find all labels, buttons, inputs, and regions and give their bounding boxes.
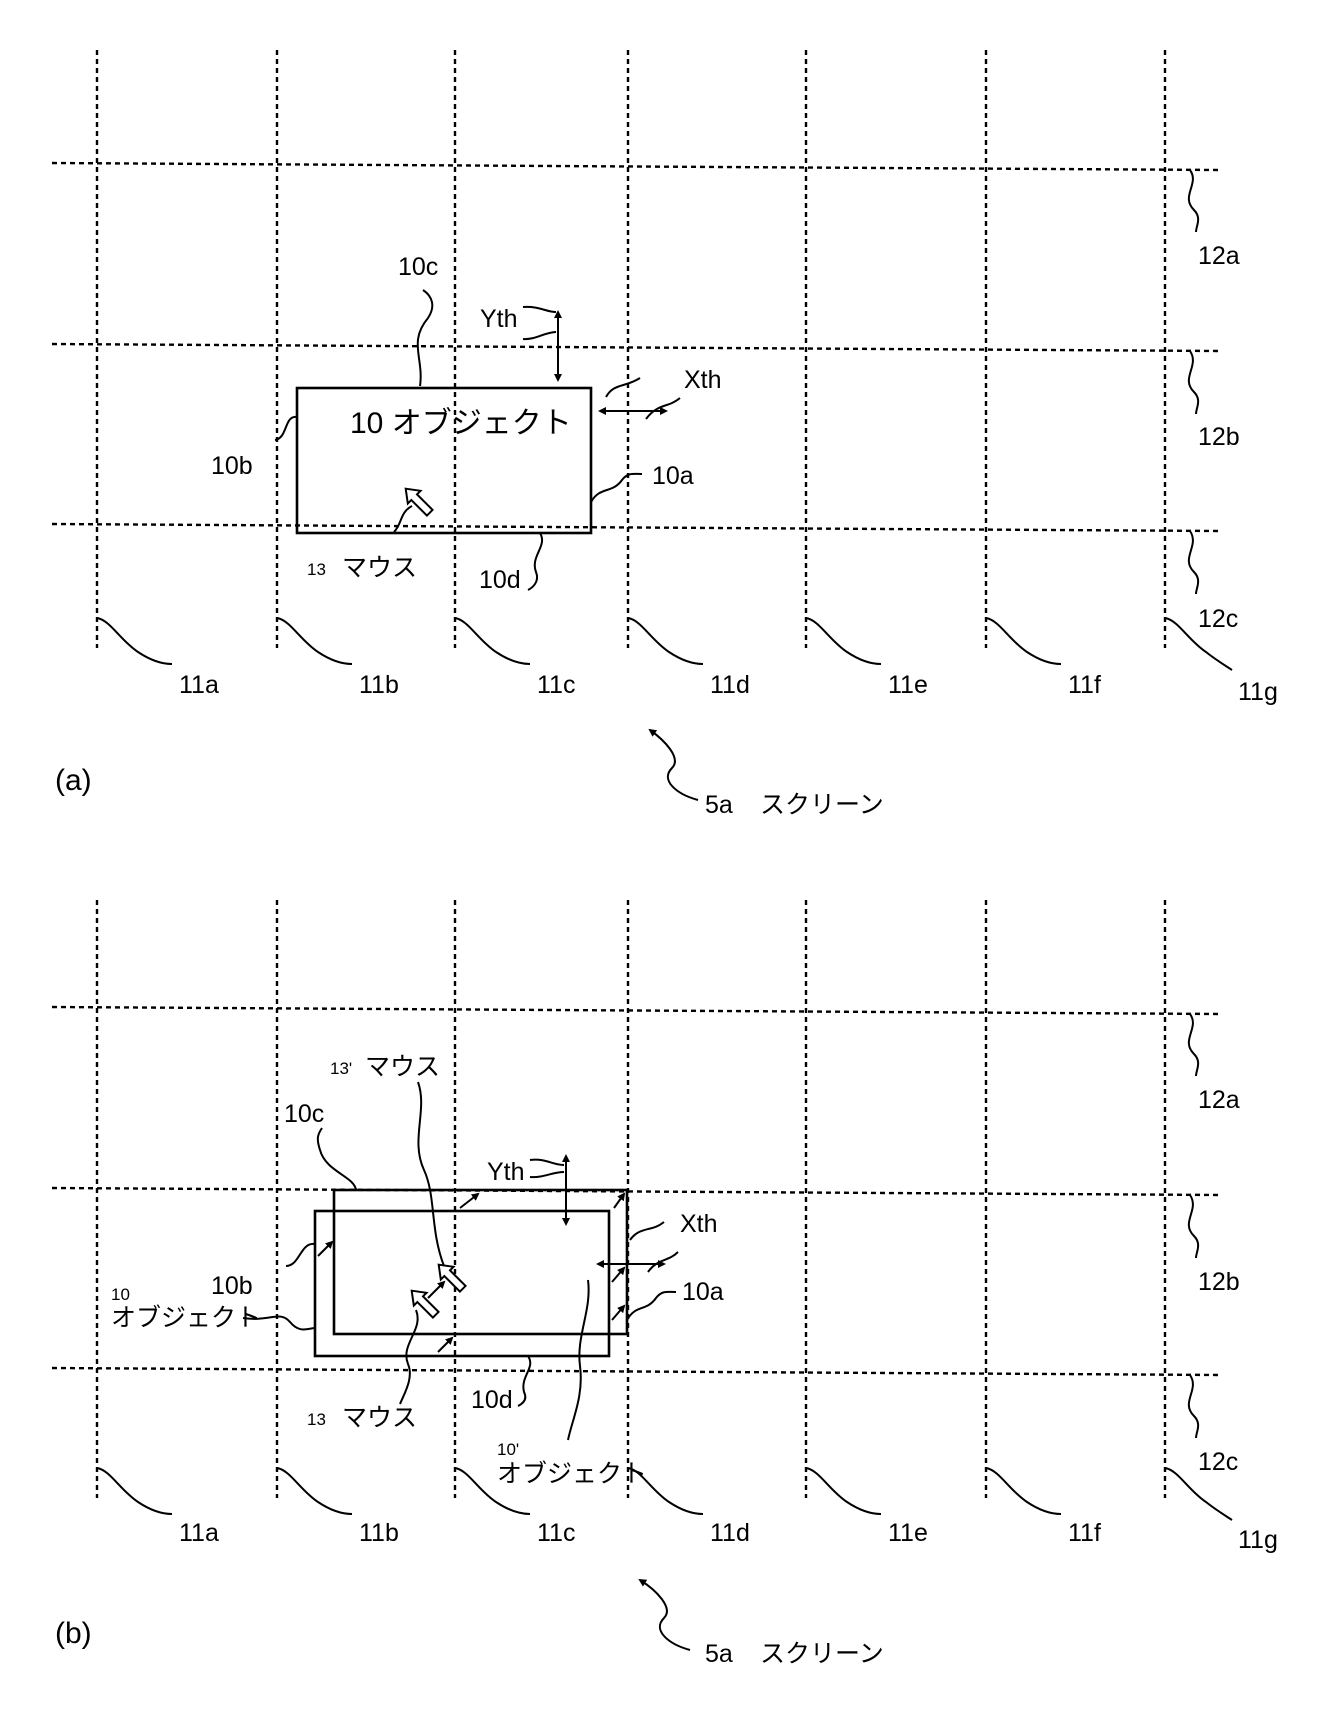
xth-label-b: Xth bbox=[680, 1210, 718, 1238]
leader-11b bbox=[277, 618, 352, 664]
mouse-label-b: マウス bbox=[342, 1404, 417, 1432]
mouse-number-b: 13 bbox=[307, 1410, 326, 1429]
label-11a: 11a bbox=[179, 671, 219, 699]
label-11d: 11d bbox=[710, 671, 750, 699]
label-11g: 11g bbox=[1238, 678, 1278, 706]
leader-11b-b bbox=[277, 1468, 352, 1514]
leader-10c-b bbox=[318, 1128, 356, 1190]
screen-label-a: スクリーン bbox=[760, 791, 884, 819]
xth-indicator: Xth bbox=[604, 366, 722, 419]
label-11e-b: 11e bbox=[888, 1519, 928, 1547]
mouse-pointer-13-prime bbox=[432, 1258, 469, 1295]
label-11f: 11f bbox=[1068, 671, 1101, 699]
grid-line-12c-b bbox=[52, 1368, 1220, 1375]
label-11c: 11c bbox=[537, 671, 575, 699]
label-11g-b: 11g bbox=[1238, 1526, 1278, 1554]
leader-12b-b bbox=[1189, 1195, 1198, 1258]
grid-line-12b-b bbox=[52, 1188, 1220, 1195]
object-10-label: オブジェクト bbox=[111, 1304, 261, 1332]
label-12a: 12a bbox=[1198, 242, 1240, 270]
object-10prime-label: オブジェクト bbox=[497, 1460, 647, 1488]
screen-label-b: スクリーン bbox=[760, 1640, 884, 1668]
grid-line-12c bbox=[52, 524, 1220, 531]
leader-12c bbox=[1189, 531, 1198, 594]
leader-11f bbox=[986, 618, 1061, 664]
leader-10b bbox=[275, 417, 297, 440]
leader-11d bbox=[628, 618, 703, 664]
mouse-number: 13 bbox=[307, 560, 326, 579]
yth-label-b: Yth bbox=[487, 1158, 525, 1186]
grid-line-12a-b bbox=[52, 1007, 1220, 1014]
vertical-grid-lines-b bbox=[97, 900, 1165, 1498]
leader-object-10prime bbox=[568, 1280, 589, 1440]
label-11f-b: 11f bbox=[1068, 1519, 1101, 1547]
label-11a-b: 11a bbox=[179, 1519, 219, 1547]
label-10d: 10d bbox=[479, 566, 521, 594]
grid-line-12b bbox=[52, 344, 1220, 351]
label-12c-b: 12c bbox=[1198, 1448, 1238, 1476]
mouse-prime-number: 13' bbox=[330, 1059, 352, 1078]
label-10a-b: 10a bbox=[682, 1278, 724, 1306]
yth-label: Yth bbox=[480, 305, 518, 333]
panel-a-tag: (a) bbox=[55, 764, 92, 797]
leader-10d bbox=[528, 533, 542, 590]
mouse-prime-label: マウス bbox=[365, 1053, 440, 1081]
leader-12c-b bbox=[1189, 1375, 1198, 1438]
leader-mouse-13-prime bbox=[418, 1082, 444, 1266]
leader-11e bbox=[806, 618, 881, 664]
leader-11d-b bbox=[628, 1468, 703, 1514]
label-10b-b: 10b bbox=[211, 1272, 253, 1300]
leader-12a-b bbox=[1189, 1014, 1198, 1076]
yth-indicator: Yth bbox=[480, 305, 558, 380]
label-12b: 12b bbox=[1198, 423, 1240, 451]
label-11e: 11e bbox=[888, 671, 928, 699]
panel-b: Yth Xth 10c 10b 10a 10d 10 オブジェクト 10' オブ… bbox=[52, 900, 1278, 1668]
xth-indicator-b: Xth bbox=[602, 1210, 718, 1272]
label-12b-b: 12b bbox=[1198, 1268, 1240, 1296]
screen-arrow-b bbox=[640, 1580, 690, 1650]
drag-arrow bbox=[428, 1282, 444, 1298]
leader-11f-b bbox=[986, 1468, 1061, 1514]
screen-arrow-a bbox=[650, 730, 698, 800]
grid-line-12a bbox=[52, 163, 1220, 170]
panel-b-tag: (b) bbox=[55, 1617, 92, 1650]
leader-10b-b bbox=[286, 1244, 315, 1266]
leader-11e-b bbox=[806, 1468, 881, 1514]
label-10c-b: 10c bbox=[284, 1100, 324, 1128]
object-label: 10 オブジェクト bbox=[350, 407, 572, 440]
screen-number-b: 5a bbox=[705, 1640, 733, 1668]
label-10a: 10a bbox=[652, 462, 694, 490]
leader-10a bbox=[591, 474, 642, 502]
leader-12a bbox=[1189, 170, 1198, 232]
leader-11a bbox=[97, 618, 172, 664]
label-11b: 11b bbox=[359, 671, 399, 699]
xth-label: Xth bbox=[684, 366, 722, 394]
leader-12b bbox=[1189, 351, 1198, 414]
panel-a: 10 オブジェクト Yth Xth 10c 10b 10a 10d 13 bbox=[52, 50, 1278, 819]
label-10d-b: 10d bbox=[471, 1386, 513, 1414]
label-12a-b: 12a bbox=[1198, 1086, 1240, 1114]
leader-10a-b bbox=[627, 1292, 676, 1320]
label-11b-b: 11b bbox=[359, 1519, 399, 1547]
object-10prime-number: 10' bbox=[497, 1440, 519, 1459]
label-10c: 10c bbox=[398, 253, 438, 281]
leader-13 bbox=[394, 506, 412, 532]
screen-number-a: 5a bbox=[705, 791, 733, 819]
label-11c-b: 11c bbox=[537, 1519, 575, 1547]
label-10b: 10b bbox=[211, 452, 253, 480]
leader-10c bbox=[418, 290, 433, 386]
object-10-number: 10 bbox=[111, 1285, 130, 1304]
label-12c: 12c bbox=[1198, 605, 1238, 633]
leader-11a-b bbox=[97, 1468, 172, 1514]
label-11d-b: 11d bbox=[710, 1519, 750, 1547]
mouse-label: マウス bbox=[342, 554, 417, 582]
movement-arrows bbox=[318, 1194, 624, 1352]
leader-10d-b bbox=[518, 1356, 530, 1406]
leader-11c bbox=[455, 618, 530, 664]
vertical-grid-lines-a bbox=[97, 50, 1165, 648]
